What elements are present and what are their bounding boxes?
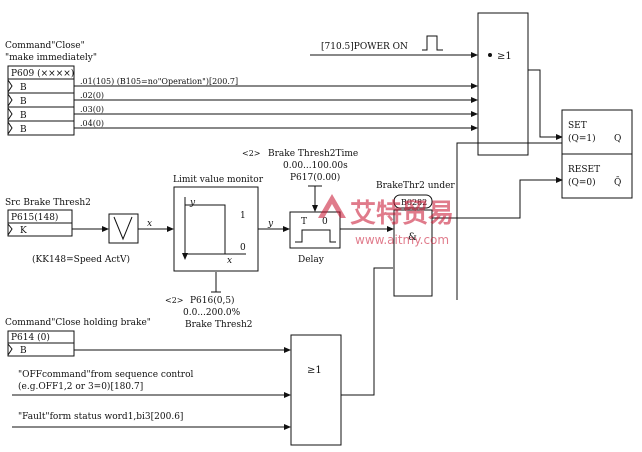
p614-param-label: P614 (0): [11, 332, 50, 343]
or-gate-bottom: ≥1: [290, 275, 375, 446]
monitor-y-axis: y: [189, 198, 196, 208]
brake-thresh2-params: <2> P616(0,5) 0.0...200.0% Brake Thresh2: [165, 295, 253, 330]
close-command-group: Command"Close" "make immediately" P609 (…: [5, 41, 478, 136]
close-connector-1: .01(105) (B105=no"Operation")[200.7]: [80, 77, 238, 86]
flipflop-q-out: Q: [614, 134, 621, 144]
holding-brake-title: Command"Close holding brake": [5, 318, 151, 328]
power-on-input: [710.5]POWER ON: [310, 35, 478, 58]
p616-param: P616(0,5): [190, 295, 235, 306]
or-gate-top: ≥1: [477, 12, 563, 156]
brake-time-title: Brake Thresh2Time: [268, 149, 358, 159]
pulse-icon: [422, 35, 443, 51]
flipflop-set-sub: (Q=1): [568, 133, 596, 144]
abs-value-icon: [113, 216, 133, 241]
brake-under-title: BrakeThr2 under: [376, 181, 455, 191]
feedback-line: [456, 142, 562, 300]
rs-flipflop: SET (Q=1) Q RESET (Q=0) Q̄: [432, 109, 633, 300]
src-brake-thresh2-label: Src Brake Thresh2: [5, 198, 91, 208]
flipflop-set-label: SET: [568, 121, 587, 131]
monitor-x-axis: x: [227, 256, 232, 266]
limit-monitor-title: Limit value monitor: [173, 175, 264, 185]
p615-param-label: P615(148): [11, 212, 58, 223]
and-to-reset-line: [432, 177, 563, 219]
flipflop-reset-sub: (Q=0): [568, 177, 596, 188]
thresh-marker: <2>: [165, 296, 184, 305]
close-connector-3: .03(0): [80, 105, 104, 114]
k-connector-box: [7, 222, 73, 237]
watermark-logo-icon: [318, 194, 346, 218]
monitor-zero-label: 0: [240, 243, 246, 253]
close-connector-2: .02(0): [80, 91, 104, 100]
brake-time-param: P617(0.00): [290, 172, 340, 183]
close-b-label-4: B: [20, 125, 27, 135]
close-b-label-3: B: [20, 111, 27, 121]
b0282-bus-box: [393, 194, 433, 209]
power-on-label: [710.5]POWER ON: [321, 42, 408, 52]
and-gate-symbol: &: [408, 232, 417, 243]
monitor-out-label: y: [267, 219, 274, 229]
delay-zero-label: 0: [322, 217, 328, 227]
holding-brake-group: Command"Close holding brake" P614 (0) B: [5, 318, 291, 357]
watermark-brand: 艾特贸易: [350, 198, 454, 229]
delay-caption: Delay: [298, 255, 325, 265]
thresh-range: 0.0...200.0%: [183, 308, 241, 318]
close-command-subtitle: "make immediately": [5, 53, 97, 63]
p609-param-label: P609 (××××): [11, 68, 74, 79]
fault-group: "Fault"form status word1,bi3[200.6]: [12, 412, 291, 430]
thresh-title: Brake Thresh2: [185, 320, 253, 330]
and-gate-box: [393, 209, 433, 297]
brake-thresh2-time: <2> Brake Thresh2Time 0.00...100.00s P61…: [242, 149, 358, 212]
close-b-label-1: B: [20, 83, 27, 93]
watermark: 艾特贸易 www.aitmy.com: [318, 194, 454, 247]
delay-t-label: T: [301, 217, 307, 227]
negation-dot-icon: [488, 53, 492, 57]
or-gate-top-symbol: ≥1: [497, 51, 512, 62]
or-gate-bottom-symbol: ≥1: [307, 365, 322, 376]
limit-value-monitor: Limit value monitor y x 1 0 y: [173, 175, 290, 293]
fault-label: "Fault"form status word1,bi3[200.6]: [18, 412, 183, 422]
or-bottom-out-line: [341, 275, 375, 396]
monitor-one-label: 1: [240, 211, 246, 221]
holding-b-box: [7, 342, 75, 357]
flipflop-qbar-out: Q̄: [614, 176, 621, 188]
close-command-title: Command"Close": [5, 41, 85, 51]
k-connector-label: K: [20, 226, 27, 236]
off-command-detail: (e.g.OFF1,2 or 3=0)[180.7]: [18, 381, 143, 392]
delay-pulse-icon: [295, 229, 336, 243]
brake-time-marker: <2>: [242, 149, 261, 158]
flipflop-reset-label: RESET: [568, 165, 600, 175]
off-command-label: "OFFcommand"from sequence control: [18, 370, 193, 380]
delay-block: T 0 Delay: [289, 211, 394, 265]
brake-thresh2-source: Src Brake Thresh2 P615(148) K (KK148=Spe…: [5, 198, 174, 265]
brake-time-range: 0.00...100.00s: [283, 161, 348, 171]
watermark-url: www.aitmy.com: [355, 233, 449, 247]
or-to-and-line: [373, 267, 393, 275]
close-connector-4: .04(0): [80, 119, 104, 128]
brake-under-and: BrakeThr2 under B0282 &: [373, 181, 455, 297]
off-command-group: "OFFcommand"from sequence control (e.g.O…: [12, 370, 291, 398]
b0282-bus-label: B0282: [401, 198, 427, 207]
x-signal-label: x: [147, 219, 152, 229]
holding-b-label: B: [20, 346, 27, 356]
close-b-label-2: B: [20, 97, 27, 107]
or-to-set-line: [528, 69, 563, 140]
kk148-note: (KK148=Speed ActV): [32, 254, 130, 265]
